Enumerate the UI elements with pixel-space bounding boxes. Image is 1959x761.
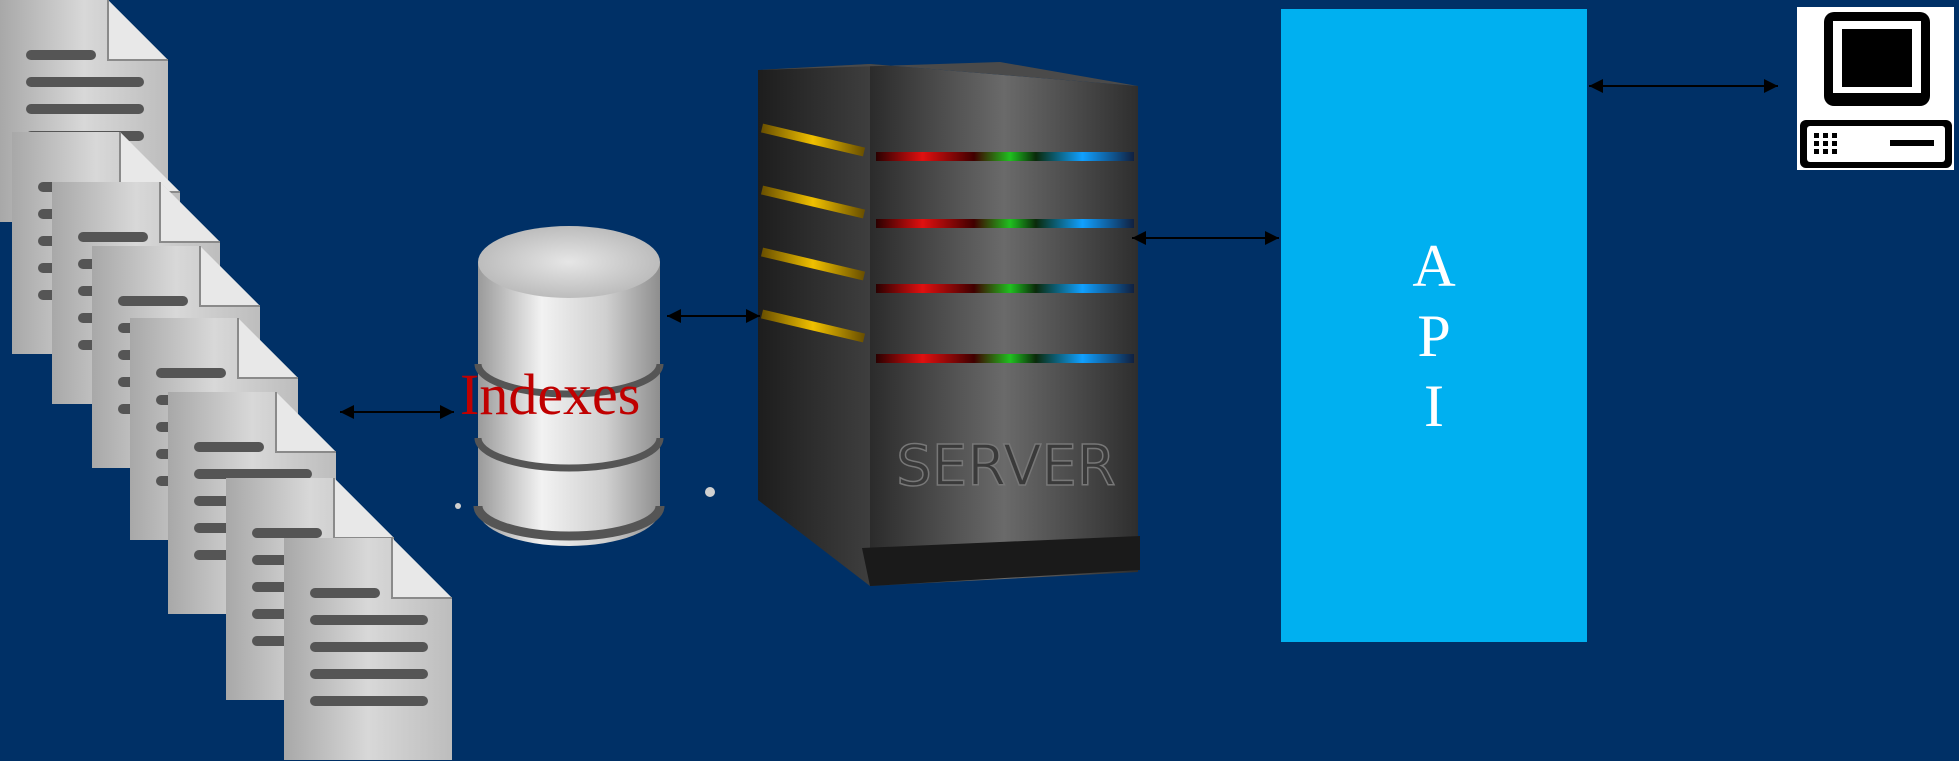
database-cylinder-icon	[473, 226, 665, 546]
api-label: A P I	[1281, 231, 1587, 441]
api-box: A P I	[1281, 9, 1587, 642]
document-stack-icon	[0, 0, 453, 761]
api-letter-p: P	[1417, 303, 1451, 369]
api-letter-a: A	[1412, 233, 1456, 299]
indexes-label: Indexes	[460, 362, 641, 427]
server-label: SERVER	[896, 434, 1115, 499]
api-letter-i: I	[1424, 373, 1444, 439]
desktop-computer-icon	[1797, 7, 1954, 170]
server-tower-icon: SERVER	[758, 62, 1140, 586]
